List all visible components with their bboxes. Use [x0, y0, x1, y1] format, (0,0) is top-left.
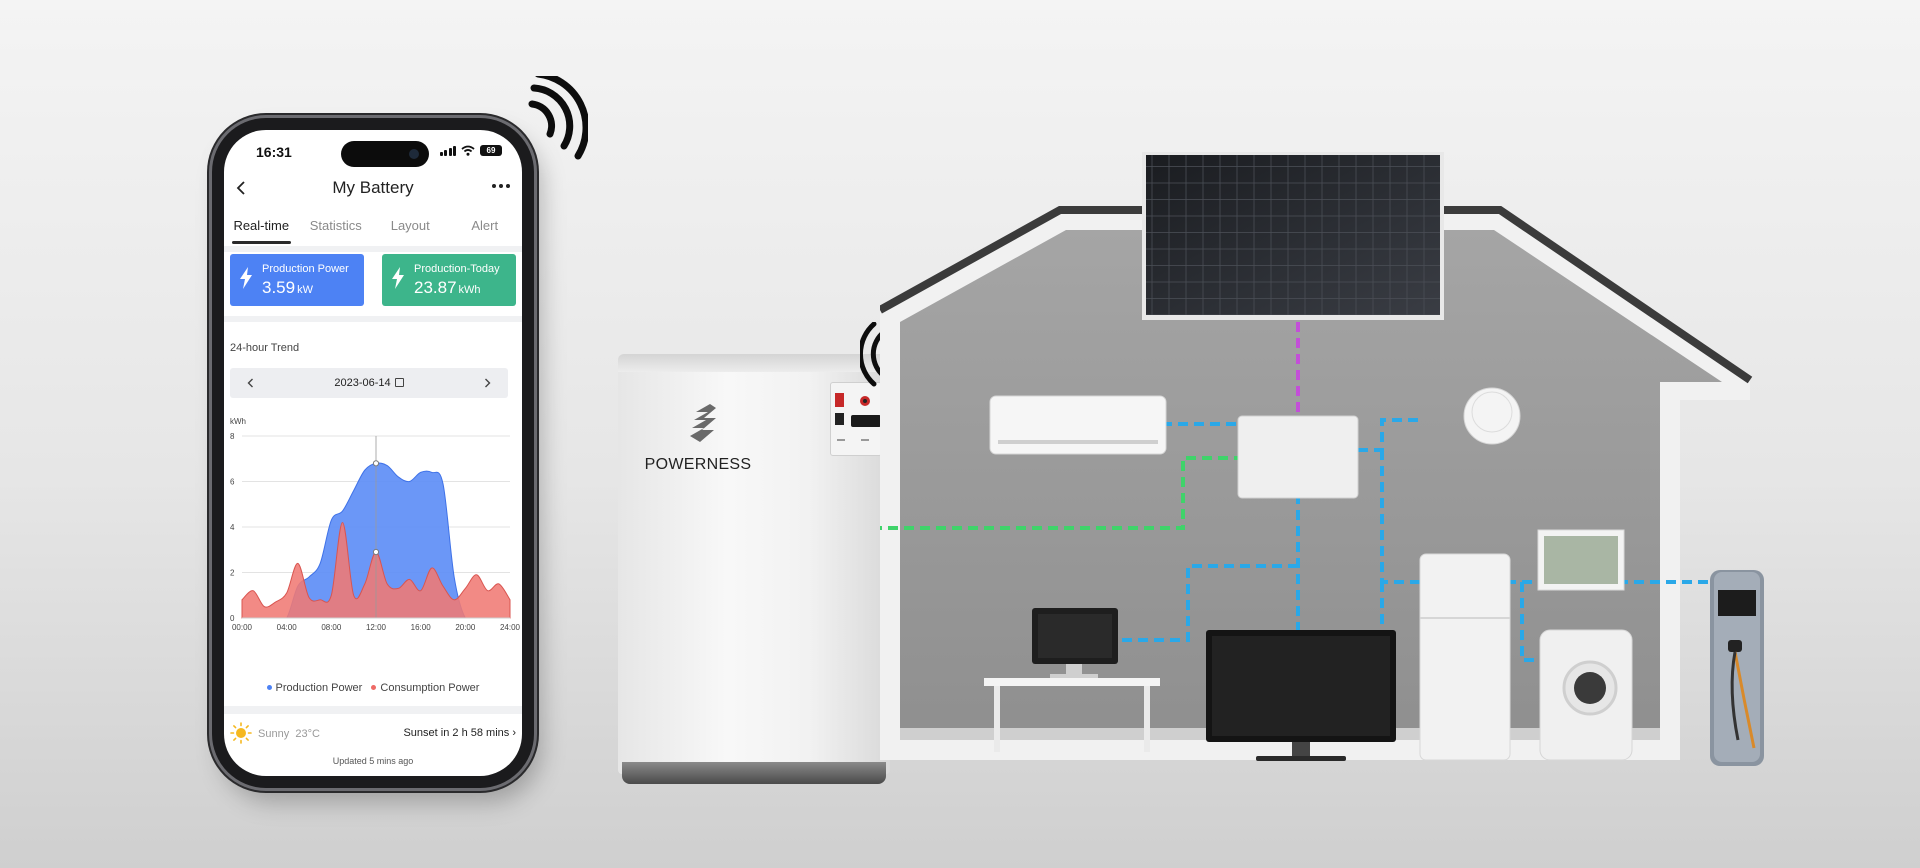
app-header: My Battery — [224, 170, 522, 206]
x-tick-label: 16:00 — [411, 623, 432, 632]
desk — [984, 678, 1160, 686]
home-battery-unit: POWERNESS — [618, 354, 890, 788]
status-bar: 16:31 69 — [224, 130, 522, 170]
sunset-text: Sunset in 2 h 58 mins — [403, 727, 510, 739]
updated-text: Updated 5 mins ago — [332, 756, 414, 766]
calendar-icon — [394, 378, 404, 387]
x-tick-label: 20:00 — [455, 623, 476, 632]
legend-dot — [266, 685, 272, 690]
house-diagram — [880, 152, 1760, 761]
port-panel — [830, 382, 882, 456]
kpi-label: Production Power — [262, 263, 349, 275]
signal-icon — [439, 145, 456, 156]
divider — [224, 246, 522, 252]
marker-point — [372, 548, 380, 556]
back-chevron-icon[interactable] — [230, 176, 254, 200]
kpi-value-number: 3.59 — [262, 278, 296, 297]
status-icons: 69 — [439, 145, 502, 156]
y-tick-label: 6 — [230, 478, 235, 487]
wifi-icon — [528, 76, 588, 160]
weather-temperature: 23°C — [295, 728, 320, 740]
sunset-link[interactable]: Sunset in 2 h 58 mins › — [403, 727, 516, 739]
x-tick-label: 04:00 — [277, 623, 298, 632]
next-date-button[interactable] — [478, 374, 496, 392]
chevron-right-icon: › — [512, 727, 516, 739]
chart-legend: Production Power Consumption Power — [224, 682, 522, 694]
bolt-icon — [391, 267, 405, 294]
status-time: 16:31 — [256, 144, 292, 160]
previous-date-button[interactable] — [242, 374, 260, 392]
y-tick-label: 2 — [230, 569, 235, 578]
weather-row[interactable]: Sunny 23°C Sunset in 2 h 58 mins › — [230, 722, 516, 746]
smartphone: 16:31 69 My Bat — [212, 118, 534, 788]
date-selector: 2023-06-14 — [230, 368, 508, 398]
x-tick-label: 00:00 — [232, 623, 253, 632]
trend-title: 24-hour Trend — [230, 342, 300, 354]
y-tick-label: 8 — [230, 432, 235, 441]
wifi-icon — [461, 145, 475, 156]
legend-item-production[interactable]: Production Power — [266, 682, 363, 694]
smoke-detector — [1463, 387, 1521, 445]
ev-charger — [1710, 570, 1764, 766]
y-axis-unit: kWh — [230, 417, 246, 426]
kpi-value-number: 23.87 — [414, 278, 457, 297]
bolt-icon — [239, 267, 253, 294]
legend-label: Production Power — [275, 682, 363, 694]
battery-level-indicator: 69 — [480, 145, 502, 156]
legend-item-consumption[interactable]: Consumption Power — [371, 682, 479, 694]
legend-dot — [371, 685, 377, 690]
x-tick-label: 08:00 — [321, 623, 342, 632]
legend-label: Consumption Power — [380, 682, 480, 694]
battery-top — [618, 354, 890, 372]
weather-condition: Sunny — [258, 728, 290, 740]
y-tick-label: 4 — [230, 523, 235, 532]
refrigerator — [1419, 553, 1511, 761]
y-tick-label: 0 — [230, 614, 235, 623]
tab-bar: Real-time Statistics Layout Alert — [224, 210, 522, 244]
more-icon[interactable] — [488, 174, 514, 198]
kpi-label: Production-Today — [414, 263, 500, 275]
tab-statistics[interactable]: Statistics — [309, 218, 362, 233]
date-value: 2023-06-14 — [334, 377, 391, 389]
page-title: My Battery — [332, 178, 414, 197]
date-display[interactable]: 2023-06-14 — [230, 377, 508, 389]
tab-alert[interactable]: Alert — [471, 218, 499, 233]
tab-real-time[interactable]: Real-time — [224, 210, 299, 244]
inverter — [1237, 415, 1359, 499]
dynamic-island — [341, 141, 429, 167]
sun-icon — [230, 722, 252, 744]
x-tick-label: 24:00 — [500, 623, 521, 632]
tab-layout[interactable]: Layout — [390, 218, 430, 233]
brand-name: POWERNESS — [644, 456, 752, 473]
kpi-unit: kW — [297, 284, 313, 296]
phone-screen: 16:31 69 My Bat — [224, 130, 522, 776]
divider — [224, 706, 522, 714]
x-tick-label: 12:00 — [366, 623, 387, 632]
battery-base — [622, 762, 886, 784]
trend-chart[interactable]: kWh 0 2 4 6 8 00:00 04:00 08:00 12:00 16:00 20:00 24… — [224, 402, 522, 680]
air-conditioner — [989, 395, 1167, 455]
marker-point — [372, 460, 380, 467]
kpi-unit: kWh — [458, 284, 481, 296]
powerness-logo-icon — [690, 404, 716, 442]
divider — [224, 316, 522, 322]
weather-info: Sunny 23°C — [258, 728, 320, 740]
